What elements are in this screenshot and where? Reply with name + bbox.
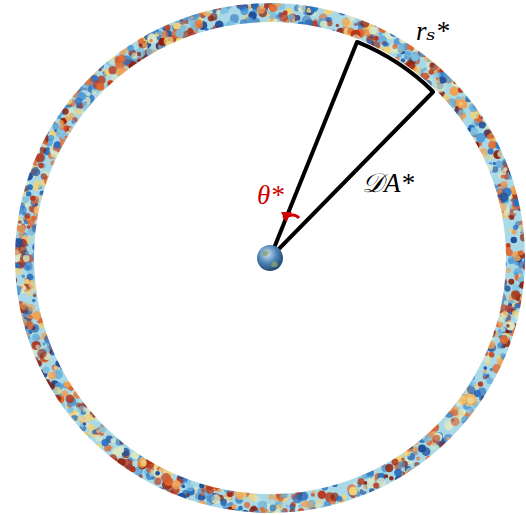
distance-label: 𝒟A* — [362, 170, 414, 197]
sound-horizon-arc — [357, 42, 433, 92]
angle-label: θ* — [257, 182, 284, 209]
sound-horizon-label: rₛ* — [416, 18, 449, 45]
radius-line — [270, 42, 357, 258]
radius-line — [270, 92, 433, 258]
angle-arrowhead — [281, 212, 292, 222]
earth-land — [262, 251, 278, 268]
earth-icon — [257, 245, 283, 271]
